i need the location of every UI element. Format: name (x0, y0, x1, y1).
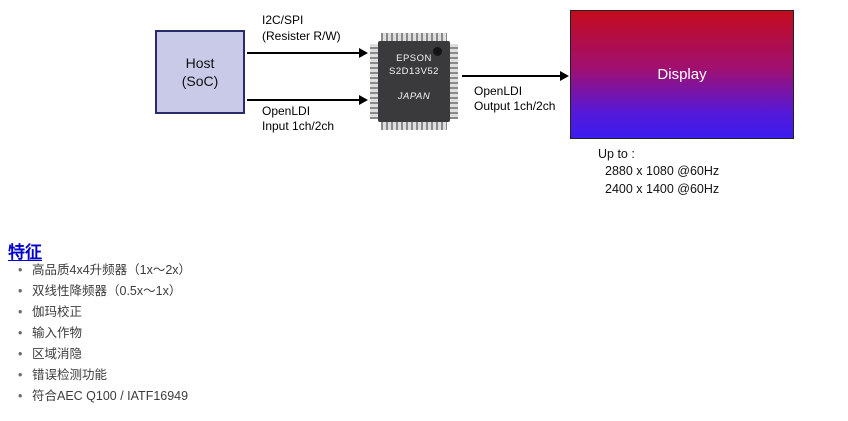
chip-pins-left (370, 44, 379, 119)
arrow-host-to-chip-openldi (247, 95, 368, 105)
chip-pins-bottom (381, 121, 447, 130)
openldi-input-label-line1: OpenLDI (262, 104, 311, 118)
openldi-input-label-line2: Input 1ch/2ch (262, 119, 335, 133)
arrow-chip-to-display (462, 71, 569, 81)
host-label-line2: (SoC) (181, 73, 219, 89)
epson-chip-package: EPSON S2D13V52 JAPAN (370, 33, 458, 130)
display-caption-upto: Up to : (598, 147, 635, 161)
display-caption-resolution1: 2880 x 1080 @60Hz (605, 164, 720, 178)
feature-item-gamma: 伽玛校正 (18, 302, 191, 323)
chip-origin-text: JAPAN (397, 91, 431, 102)
chip-part-number: S2D13V52 (389, 66, 439, 77)
display-caption-resolution2: 2400 x 1400 @60Hz (605, 182, 720, 196)
chip-pins-top (381, 33, 447, 42)
feature-item-downscaler: 双线性降频器（0.5x～1x） (18, 281, 191, 302)
feature-item-compliance: 符合AEC Q100 / IATF16949 (18, 386, 191, 407)
chip-body: EPSON S2D13V52 JAPAN (378, 41, 450, 122)
arrow-host-to-chip-i2c (247, 48, 368, 58)
features-list: 高品质4x4升频器（1x～2x） 双线性降频器（0.5x～1x） 伽玛校正 输入… (18, 260, 191, 407)
chip-pins-right (449, 44, 458, 119)
openldi-output-label-line1: OpenLDI (474, 84, 523, 98)
feature-item-error-detection: 错误检测功能 (18, 365, 191, 386)
openldi-output-label-line2: Output 1ch/2ch (474, 99, 556, 113)
features-heading: 特征 (8, 243, 42, 262)
feature-item-input-crop: 输入作物 (18, 323, 191, 344)
feature-item-upscaler: 高品质4x4升频器（1x～2x） (18, 260, 191, 281)
host-soc-box: Host (SoC) (155, 30, 245, 114)
chip-brand-text: EPSON (396, 53, 432, 64)
i2c-spi-label: I2C/SPI (262, 13, 304, 27)
display-box: Display (570, 10, 794, 139)
feature-item-blanking: 区域消隐 (18, 344, 191, 365)
register-rw-label: (Resister R/W) (262, 29, 341, 43)
host-label-line1: Host (185, 55, 215, 71)
chip-pin1-dot (433, 47, 442, 56)
display-label: Display (657, 66, 707, 83)
